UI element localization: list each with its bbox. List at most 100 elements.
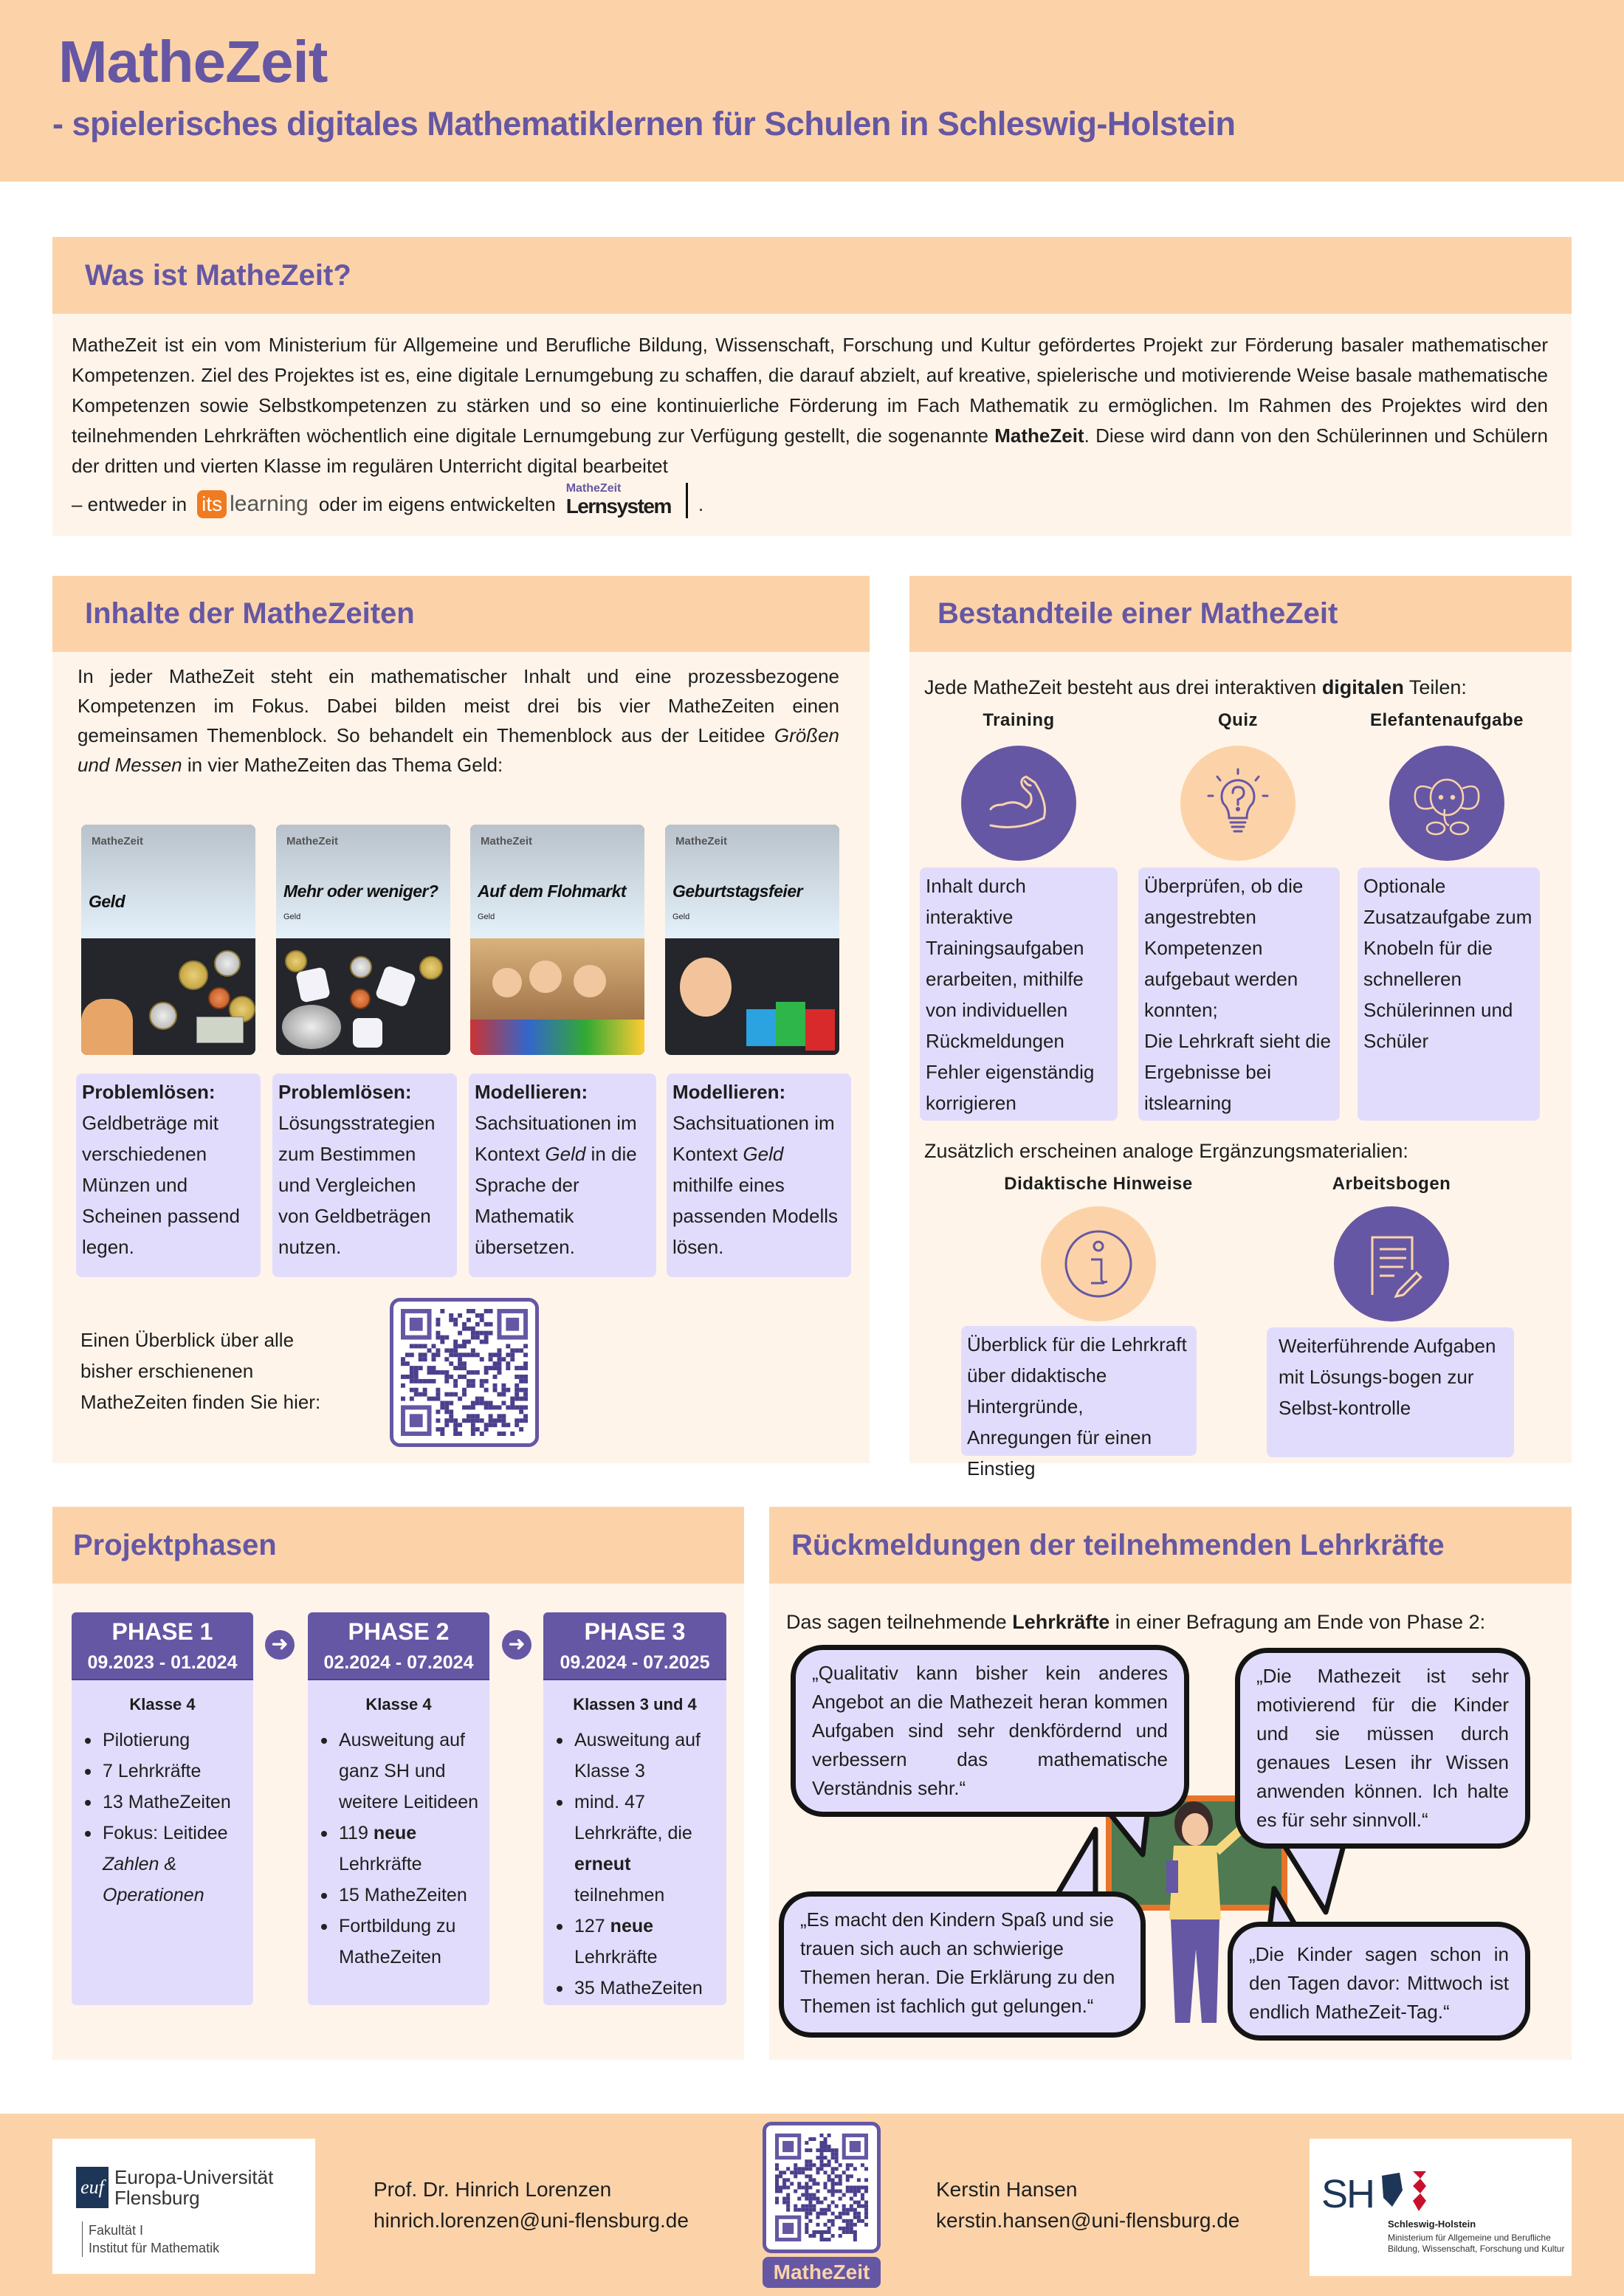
tile-brand: MatheZeit [92,835,144,848]
feedback-quote-bubble: „Qualitativ kann bisher kein anderes Ang… [791,1645,1189,1817]
competency-text: Sachsituationen im Kontext [672,1112,835,1165]
bullet-bold: neue [610,1916,654,1936]
intro-bold: MatheZeit [994,425,1084,447]
section-was-ist: Was ist MatheZeit? MatheZeit ist ein vom… [52,237,1572,536]
itslearning-logo: its learning [197,490,309,518]
bestandteile-intro: Jede MatheZeit besteht aus drei interakt… [924,672,1467,703]
bullet-bold: erneut [574,1854,631,1874]
analog-intro: Zusätzlich erscheinen analoge Ergänzungs… [924,1140,1408,1162]
inhalte-text: In jeder MatheZeit steht ein mathematisc… [78,661,839,780]
section-heading: Was ist MatheZeit? [52,237,1572,314]
flea-market-illustration [470,938,644,1055]
intro-text-part: MatheZeit ist ein vom Ministerium für Al… [72,334,1548,447]
competency-text: Lösungsstrategien zum Bestimmen und Verg… [278,1112,436,1258]
inhalte-italic: Größen und Messen [78,724,839,776]
overview-text: Einen Überblick über alle bisher erschie… [80,1329,321,1413]
qr-code-pattern [775,2133,868,2242]
phase-name: PHASE 2 [348,1618,450,1645]
competency-heading: Modellieren: [672,1081,786,1103]
competency-heading: Problemlösen: [82,1081,216,1103]
bullet-text: Lehrkräfte [574,1947,658,1967]
footer-qr-code[interactable] [763,2122,881,2253]
euf-name-line: Flensburg [114,2187,200,2209]
part-title: Didaktische Hinweise [1004,1174,1193,1194]
contact-hansen: Kerstin Hansen kerstin.hansen@uni-flensbu… [936,2174,1239,2236]
tile-title: Geld [89,892,125,911]
bullet-bold: neue [373,1823,417,1843]
section-heading: Projektphasen [52,1507,744,1584]
bullet-text: teilnehmen [574,1885,665,1905]
intro-text-part: Teilen: [1403,676,1467,698]
intro-text-part: . [698,493,704,515]
overview-qr-code[interactable] [390,1298,539,1447]
euf-institute: Institut für Mathematik [89,2241,220,2255]
poster-title: MatheZeit [58,29,328,94]
intro-text-part: Jede MatheZeit besteht aus drei interakt… [924,676,1322,698]
bullet-text: Fokus: Leitidee [103,1823,228,1843]
part-description: Inhalt durch interaktive Trainingsaufgab… [920,867,1118,1121]
intro-platform-line: – entweder in its learning oder im eigen… [72,483,1548,518]
contact-lorenzen: Prof. Dr. Hinrich Lorenzen hinrich.lorenz… [374,2174,689,2236]
sh-logo-name: Schleswig-Holstein [1388,2218,1476,2230]
tile-title: Geburtstagsfeier [672,881,803,901]
part-title: Arbeitsbogen [1332,1174,1451,1194]
competency-heading: Problemlösen: [278,1081,412,1103]
bullet-italic: Zahlen & Operationen [103,1854,204,1905]
phase-dates: 09.2023 - 01.2024 [87,1652,238,1673]
phase-grade: Klasse 4 [365,1695,432,1714]
contact-email[interactable]: hinrich.lorenzen@uni-flensburg.de [374,2209,689,2232]
section-heading: Rückmeldungen der teilnehmenden Lehrkräf… [769,1507,1572,1584]
competency-italic: Geld [545,1143,586,1165]
competency-text: Sachsituationen im Kontext [475,1112,637,1165]
phase-bullet: Fortbildung zu MatheZeiten [321,1911,486,1973]
intro-text-part: . Diese wird dann von den Schülerinnen u… [72,425,1548,477]
tile-brand: MatheZeit [286,835,339,848]
worksheet-icon [1334,1206,1449,1321]
competency-text: Geldbeträge mit verschiedenen Münzen und… [82,1112,240,1258]
feedback-quote-bubble: „Die Kinder sagen schon in den Tagen dav… [1228,1922,1530,2041]
intro-text-part: – entweder in [72,493,187,515]
contact-name: Prof. Dr. Hinrich Lorenzen [374,2178,612,2201]
lernsystem-logo-main: Lernsystem [565,495,672,518]
tile-subtitle: Geld [478,912,495,921]
competency-card: Problemlösen: Lösungsstrategien zum Besti… [272,1073,457,1277]
phase-bullet: 35 MatheZeiten [557,1973,723,2004]
lernsystem-logo: MatheZeit Lernsystem [566,483,688,518]
phase-bullet: 15 MatheZeiten [321,1880,486,1911]
speech-bubble-tail [1053,1826,1098,1900]
bullet-text: Lehrkräfte [339,1854,422,1874]
intro-text-part: in einer Befragung am Ende von Phase 2: [1109,1611,1486,1633]
intro-block: MatheZeit ist ein vom Ministerium für Al… [72,330,1548,518]
contact-name: Kerstin Hansen [936,2178,1078,2201]
section-heading: Bestandteile einer MatheZeit [909,576,1572,652]
bullet-text: 119 [339,1823,374,1843]
competency-card: Modellieren: Sachsituationen im Kontext G… [667,1073,851,1277]
tile-subtitle: Geld [672,912,690,921]
phase-bullet: 7 Lehrkräfte [85,1756,250,1787]
lightbulb-question-icon [1180,746,1296,861]
lernsystem-logo-top: MatheZeit [565,482,622,495]
arrow-right-icon: ➜ [265,1630,295,1660]
feedback-intro: Das sagen teilnehmende Lehrkräfte in ein… [786,1606,1485,1637]
speech-bubble-tail [1281,1843,1346,1915]
tile-title: Auf dem Flohmarkt [478,881,627,901]
competency-italic: Geld [743,1143,784,1165]
contact-email[interactable]: kerstin.hansen@uni-flensburg.de [936,2209,1240,2232]
phase-name: PHASE 3 [584,1618,686,1645]
phase-bullet: Ausweitung auf ganz SH und weitere Leiti… [321,1725,486,1818]
itslearning-learning: learning [230,492,309,516]
intro-text: MatheZeit ist ein vom Ministerium für Al… [72,330,1548,481]
euf-name-line: Europa-Universität [114,2166,274,2188]
intro-text-part: oder im eigens entwickelten [318,493,556,515]
intro-bold: digitalen [1321,676,1404,698]
elephant-icon [1389,746,1504,861]
